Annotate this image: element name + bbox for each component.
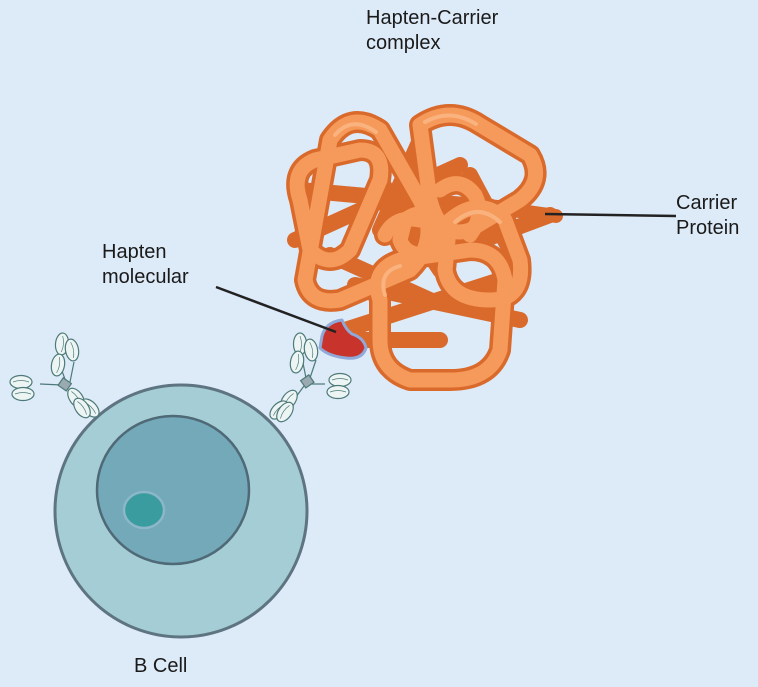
- label-hapten-line1: Hapten: [102, 241, 167, 263]
- b-cell: [53, 383, 309, 639]
- label-bcell-text: B Cell: [134, 655, 188, 677]
- label-complex-line1: Hapten-Carrier: [366, 7, 499, 29]
- label-complex-line2: complex: [366, 32, 441, 54]
- carrier-protein: [286, 104, 563, 391]
- label-hapten-carrier-complex: Hapten-Carrier complex: [366, 6, 498, 56]
- antibody-right: [266, 332, 352, 426]
- b-cell-nucleolus: [122, 490, 166, 530]
- label-carrier-protein: Carrier Protein: [676, 191, 739, 241]
- b-cell-nucleus: [95, 414, 251, 566]
- leader-hapten: [215, 285, 337, 334]
- leader-carrier-protein: [544, 212, 677, 218]
- label-b-cell: B Cell: [134, 654, 187, 679]
- antibody-left: [9, 331, 103, 422]
- label-carrier-line2: Protein: [676, 217, 740, 239]
- label-hapten-molecular: Hapten molecular: [102, 240, 189, 290]
- label-hapten-line2: molecular: [102, 266, 189, 288]
- label-carrier-line1: Carrier: [676, 192, 738, 214]
